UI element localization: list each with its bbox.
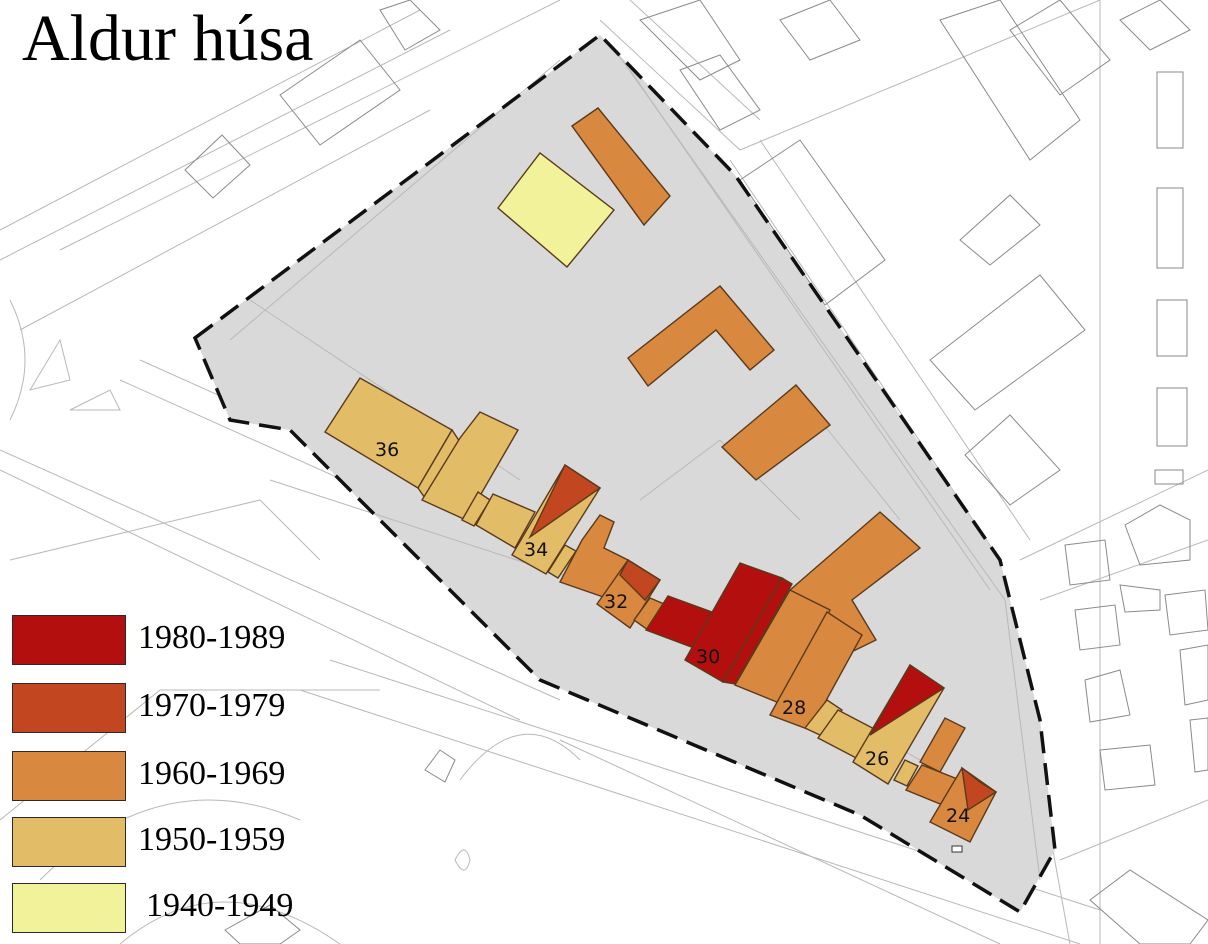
legend-swatch [12,615,126,665]
legend-item-1980s: 1980-1989 [12,615,332,675]
building-1940s [497,152,616,268]
legend-label: 1940-1949 [146,887,294,924]
label-28: 28 [782,697,806,719]
site-area [195,35,1055,912]
site-boundary [192,32,1057,915]
legend-label: 1980-1989 [138,619,286,656]
map-title: Aldur húsa [22,2,314,75]
label-34: 34 [524,539,548,561]
building-labels: 36 34 32 30 28 26 24 [375,439,970,827]
building-1960s-l [627,285,775,388]
legend-item-1940s: 1940-1949 [12,883,332,943]
legend-item-1970s: 1970-1979 [12,683,332,743]
label-30: 30 [696,646,720,668]
label-32: 32 [604,591,628,613]
legend-swatch [12,817,126,867]
legend-item-1950s: 1950-1959 [12,817,332,877]
legend-label: 1970-1979 [138,687,286,724]
legend-swatch [12,683,126,733]
label-36: 36 [375,439,399,461]
building-1960s-a [571,107,671,227]
legend-item-1960s: 1960-1969 [12,751,332,811]
label-26: 26 [865,748,889,770]
building-28 [768,611,863,731]
legend-label: 1950-1959 [138,821,286,858]
legend-swatch [12,751,126,801]
legend-swatch [12,883,126,933]
buildings [324,107,998,853]
label-24: 24 [946,805,970,827]
building-1960s-b [720,384,832,481]
legend-label: 1960-1969 [138,755,286,792]
